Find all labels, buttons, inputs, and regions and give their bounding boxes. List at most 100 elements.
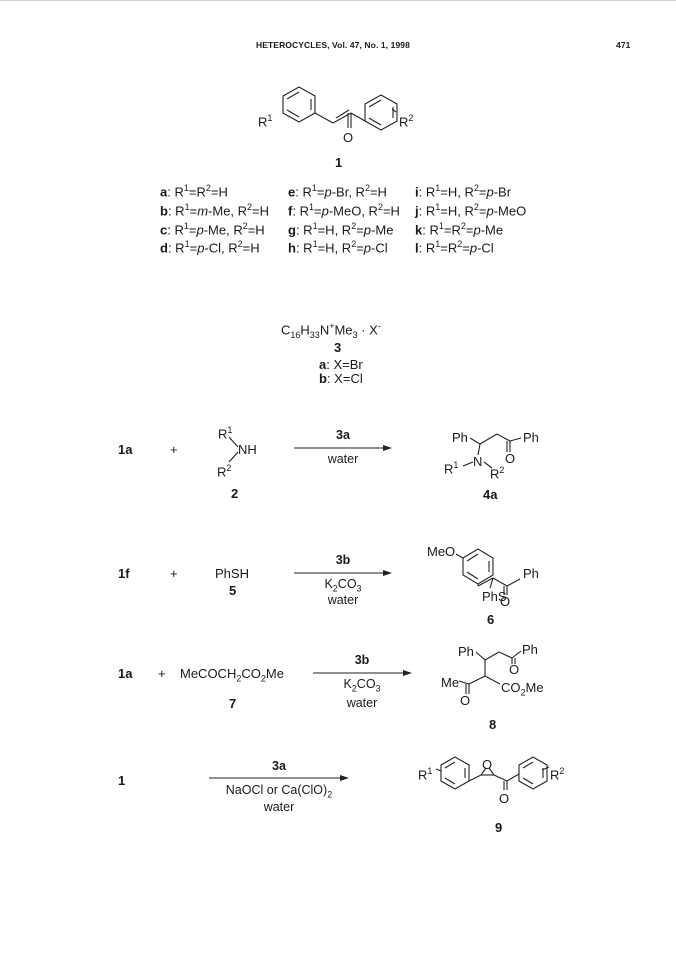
substituent-fragment: 1: [183, 220, 189, 231]
substituent-fragment: -Me, R: [208, 203, 248, 219]
compound-label-1: 1: [335, 155, 343, 170]
substituent-fragment: b: [160, 203, 168, 219]
substituent-fragment: 1: [438, 220, 444, 231]
substituent-fragment: =H: [382, 203, 400, 219]
substituent-fragment: 1: [435, 201, 441, 212]
product-methyl: Me: [441, 675, 460, 690]
substituent-fragment: p: [363, 221, 372, 237]
compound-label-8: 8: [489, 717, 497, 732]
substituent-fragment: 2: [351, 239, 357, 250]
substituent-fragment: : R: [418, 184, 436, 200]
substituent-fragment: 2: [242, 220, 248, 231]
substituent-fragment: : R: [295, 221, 313, 237]
product-meo: MeO: [427, 544, 456, 559]
base-label: K2CO3: [324, 577, 362, 594]
journal-header: HETEROCYCLES, Vol. 47, No. 1, 1998: [256, 40, 410, 50]
substituent-fragment: : R: [167, 221, 184, 237]
thiophenol: PhSH: [215, 566, 249, 581]
substituent-fragment: =H: [369, 184, 387, 200]
substituent-fragment: =: [478, 184, 487, 200]
catalyst-label: 3a: [272, 759, 286, 773]
substituent-entry: c: R1=p-Me, R2=H: [160, 219, 269, 238]
substituent-fragment: -Cl, R: [204, 240, 238, 256]
oxidant-label: NaOCl or Ca(ClO)2: [225, 783, 333, 800]
methyl-acetoacetate: MeCOCH2CO2Me: [180, 666, 284, 684]
substituent-entry: l: R1=R2=p-Cl: [415, 237, 526, 256]
substituent-fragment: =H: [252, 203, 270, 219]
substituent-fragment: 2: [247, 201, 253, 212]
substituent-fragment: 2: [457, 239, 463, 250]
catalyst-label: 3b: [335, 553, 351, 567]
product-r2: R2: [550, 766, 565, 783]
substituent-fragment: =: [478, 203, 487, 219]
plus-sign: +: [170, 566, 178, 581]
substituent-fragment: 1: [308, 201, 314, 212]
substituent-fragment: : R: [422, 221, 439, 237]
substituent-fragment: =: [356, 221, 364, 237]
substituent-fragment: -Me: [371, 221, 394, 237]
substituent-fragment: : R: [292, 203, 309, 219]
top-rule: [0, 0, 676, 1]
substituent-fragment: k: [415, 221, 423, 237]
substituent-fragment: -Me: [480, 221, 504, 237]
substituent-fragment: =H, R: [440, 203, 474, 219]
substituent-fragment: 2: [377, 201, 383, 212]
product-acetyl-oxygen: O: [460, 693, 471, 708]
solvent-label: water: [327, 452, 359, 466]
substituent-fragment: 1: [435, 239, 441, 250]
surfactant-variant-b: b: X=Cl: [319, 371, 363, 386]
substituent-fragment: p: [473, 221, 481, 237]
plus-sign: +: [158, 666, 166, 681]
amine-nh: NH: [238, 442, 257, 457]
epoxide-oxygen: O: [482, 757, 493, 772]
compound-label-9: 9: [495, 820, 503, 835]
substituent-entry: i: R1=H, R2=p-Br: [415, 181, 526, 200]
substituent-fragment: 1: [312, 239, 318, 250]
substituent-fragment: g: [288, 221, 296, 237]
compound-label-3: 3: [334, 340, 342, 355]
substituent-fragment: p: [469, 240, 478, 256]
substituent-entry: g: R1=H, R2=p-Me: [288, 219, 400, 238]
substituent-entry: k: R1=R2=p-Me: [415, 219, 526, 238]
product-r1: R1: [444, 460, 459, 477]
substituent-fragment: 1: [311, 183, 317, 193]
product-ketone-oxygen: O: [509, 662, 520, 677]
solvent-label: water: [346, 696, 378, 710]
substituent-fragment: =: [189, 203, 198, 219]
substituent-fragment: f: [288, 203, 293, 219]
substituent-fragment: -Cl: [477, 240, 494, 256]
substituent-fragment: =R: [440, 240, 458, 256]
substituent-fragment: =H, R: [440, 184, 474, 200]
substituent-fragment: 2: [237, 239, 243, 250]
substituent-fragment: i: [415, 184, 419, 200]
amine-r1: R1: [218, 425, 233, 442]
substituent-entry: b: R1=m-Me, R2=H: [160, 200, 269, 219]
reactant-1: 1: [118, 773, 126, 788]
substituent-fragment: m: [197, 203, 209, 219]
substituent-fragment: 2: [205, 183, 211, 193]
product-oxygen: O: [499, 791, 510, 806]
substituent-fragment: =H: [242, 240, 260, 256]
substituent-fragment: =: [465, 221, 474, 237]
compound-label-5: 5: [229, 583, 237, 598]
substituent-fragment: : R: [418, 240, 436, 256]
substituent-fragment: : R: [167, 184, 184, 200]
base-label: K2CO3: [343, 677, 381, 694]
substituent-fragment: l: [415, 240, 419, 256]
catalyst-label: 3b: [354, 653, 370, 667]
substituent-fragment: 1: [183, 183, 189, 193]
solvent-label: water: [327, 593, 359, 607]
amine-r2: R2: [217, 463, 232, 480]
product-ph-right: Ph: [522, 642, 538, 657]
substituent-fragment: -Br: [493, 184, 512, 200]
substituent-fragment: =: [188, 221, 197, 237]
product-ph: Ph: [523, 566, 539, 581]
catalyst-label: 3a: [336, 428, 350, 442]
